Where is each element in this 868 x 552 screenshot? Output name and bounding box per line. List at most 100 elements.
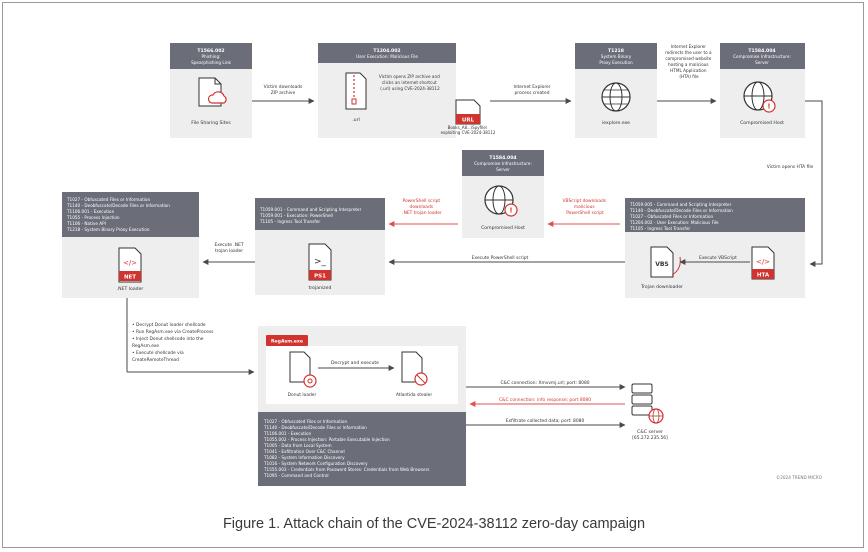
technique: T1005 - Data from Local System xyxy=(263,443,332,448)
node-header-line: T1027 - Obfuscated Files or Information xyxy=(66,197,150,202)
technique: T1055.002 - Process Injection: Portable … xyxy=(263,437,390,442)
svg-text:>_: >_ xyxy=(314,257,327,267)
svg-text:</>: </> xyxy=(756,258,770,266)
node-header-line: T1140 - Deobfuscate/Decode Files or Info… xyxy=(629,208,733,213)
svg-text:HTA: HTA xyxy=(757,273,770,279)
loader-step: • Execute shellcode via xyxy=(132,350,184,356)
svg-text:!: ! xyxy=(767,103,770,111)
loader-step: • Decrypt Donut loader shellcode xyxy=(132,322,206,328)
zip-file-icon xyxy=(345,72,367,110)
node-header-line: T1218 xyxy=(608,48,624,54)
globe-alert-icon: ! xyxy=(743,81,776,113)
node-header-line: T1106.001 - Execution xyxy=(66,209,115,214)
node-header-line: Server xyxy=(496,167,510,172)
node-header-line: Compromise Infrastructure: xyxy=(474,161,532,166)
regasm-container: RegAsm.exe Donut loader Decrypt and exec… xyxy=(258,326,466,486)
globe-alert-icon: ! xyxy=(484,185,518,217)
node-header-line: System Binary xyxy=(601,54,632,59)
edge-label-line: HTML Application xyxy=(670,68,707,73)
node-header-line: T1055 - Process Injection xyxy=(66,215,120,220)
node-header-line: T1566.002 xyxy=(197,48,224,54)
node-label: Compromised Host xyxy=(481,225,525,231)
node-header-line: Spearphishing Link xyxy=(191,60,231,65)
node-header-line: T1027 - Obfuscated Files or Information xyxy=(629,214,713,219)
hta-file-icon: </> HTA xyxy=(751,246,775,280)
edge-label-line: .NET trojan loader xyxy=(402,210,442,216)
loader-step: RegAsm.exe xyxy=(132,343,159,349)
technique: T1016 - System Network Configuration Dis… xyxy=(263,461,368,466)
edge-label-line: downloads xyxy=(410,204,434,210)
edge-label: Victim downloads xyxy=(264,84,303,90)
svg-text:VBS: VBS xyxy=(655,261,669,268)
node-label: Trojan downloader xyxy=(640,284,683,290)
technique: T1095 - Command and Control xyxy=(263,473,329,478)
node-header-line: T1204.002 - User Execution: Malicious Fi… xyxy=(629,220,719,225)
edge-label: Internet Explorer xyxy=(513,84,550,90)
edge-label: Execute VBScript xyxy=(699,255,737,261)
node-label: iexplore.exe xyxy=(602,120,630,126)
ps1-file-icon: >_ PS1 xyxy=(308,243,332,281)
cnc-server-icon xyxy=(631,383,664,424)
edge-label-line: (HTA) file xyxy=(679,74,699,79)
technique: T1555.003 - Credentials from Password St… xyxy=(263,467,430,472)
node-header-line: Proxy Execution xyxy=(599,60,633,65)
technique: T1041 - Exfiltration Over C&C Channel xyxy=(263,449,345,454)
loader-step: CreateRemoteThread xyxy=(132,357,179,363)
edge-label-line: PowerShell script xyxy=(402,198,440,204)
node-header-line: T1106 - Native API xyxy=(66,221,106,226)
cloud-file-icon xyxy=(198,77,227,107)
node-label: .NET loader xyxy=(117,286,144,292)
svg-text:NET: NET xyxy=(124,275,136,281)
node-label: .url xyxy=(352,117,360,123)
node-spearphishing: T1566.002 Phishing: Spearphishing Link F… xyxy=(170,43,252,138)
node-compromise-infrastructure-2: T1584.004 Compromise Infrastructure: Ser… xyxy=(462,150,544,238)
node-label: Compromised Host xyxy=(740,120,784,126)
loader-step: • Run RegAsm.exe via CreateProcess xyxy=(132,329,214,335)
node-header-line: User Execution: Malicious File xyxy=(356,54,418,59)
edge-label-line: malicious xyxy=(574,204,596,210)
node-header-line: Phishing: xyxy=(201,54,220,59)
cnc-server-ip: [65.272.235.56] xyxy=(632,435,668,441)
technique: T1106.001 - Execution xyxy=(263,431,312,436)
node-header-line: T1140 - Deobfuscate/Decode Files or Info… xyxy=(66,203,170,208)
edge-label-line: redirects the user to a xyxy=(665,50,712,55)
edge-label-line: VBScript downloads xyxy=(563,198,607,204)
node-header-line: Compromise Infrastructure: xyxy=(733,54,791,59)
svg-text:URL: URL xyxy=(462,118,475,124)
edge-label: Execute .NET xyxy=(214,242,243,248)
globe-icon xyxy=(601,82,631,112)
node-header-line: T1059.001 - Execution: PowerShell xyxy=(259,213,333,218)
edge-label: C&C connection: info response; port 8080 xyxy=(499,397,591,403)
node-header-line: T1584.004 xyxy=(489,155,516,161)
node-header-line: Server xyxy=(755,60,769,65)
node-header-line: T1105 - Ingress Tool Transfer xyxy=(259,219,320,224)
url-file-icon: URL xyxy=(455,99,481,125)
edge-label: ZIP archive xyxy=(271,90,296,96)
edge-label: trojan loader xyxy=(215,248,243,254)
edge-label-line: Internet Explorer xyxy=(671,44,707,49)
node-header-line: T1204.002 xyxy=(373,48,400,54)
edge-label: Exfiltrate collected data; port: 8080 xyxy=(506,418,585,424)
technique: T1140 - Deobfuscate/Decode Files or Info… xyxy=(263,425,367,430)
node-label-2: Books_A8...\Spyfile\ exploiting CVE-2024… xyxy=(441,125,496,135)
node-header-line: T1105 - Ingress Tool Transfer xyxy=(629,226,690,231)
vbs-file-icon: VBS xyxy=(650,246,681,278)
figure-caption: Figure 1. Attack chain of the CVE-2024-3… xyxy=(222,516,646,532)
edge-label: PowerShell script downloads .NET trojan … xyxy=(402,198,442,216)
stealer-icon xyxy=(401,351,428,386)
node-header-line: T1059.001 - Command and Scripting Interp… xyxy=(259,207,362,212)
node-system-binary-proxy: T1218 System Binary Proxy Execution iexp… xyxy=(575,43,657,138)
donut-loader-icon xyxy=(289,351,317,388)
node-label: trojanized xyxy=(309,285,332,291)
stealer-label: Atlantida stealer xyxy=(396,392,432,398)
edge-label: Decrypt and execute xyxy=(331,360,379,366)
node-header-line: T1584.004 xyxy=(748,48,775,54)
node-header-line: T1218 - System Binary Proxy Execution xyxy=(66,227,150,232)
edge-victim-opens-hta xyxy=(805,100,823,267)
node-label: File Sharing Sites xyxy=(191,120,231,126)
node-note: Victim opens ZIP archive and clicks an i… xyxy=(379,74,441,91)
edge-label: process created xyxy=(515,90,550,96)
node-net-loader: T1027 - Obfuscated Files or Information … xyxy=(62,192,199,298)
node-powershell: T1059.001 - Command and Scripting Interp… xyxy=(255,198,385,295)
